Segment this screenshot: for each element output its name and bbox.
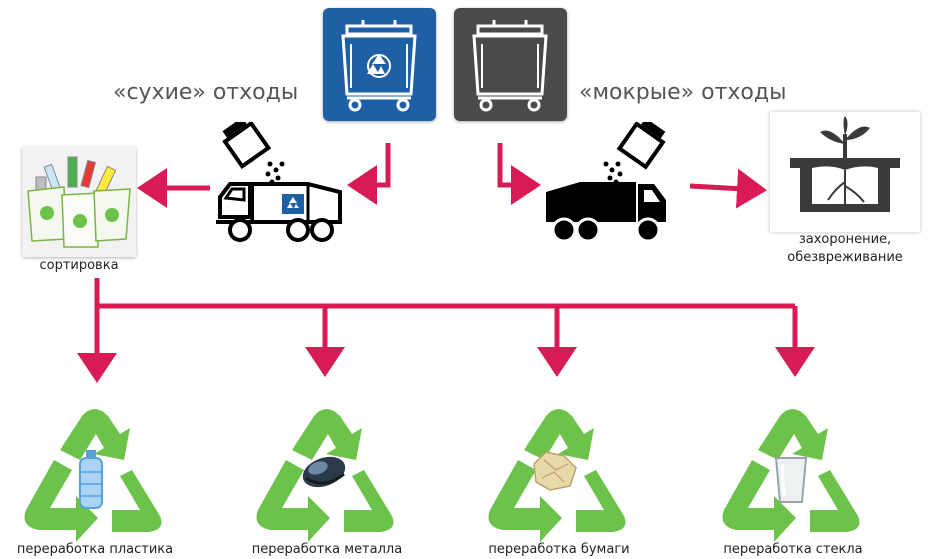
sorting-label: сортировка [39,258,119,273]
dry-waste-label: «сухие» отходы [113,80,299,105]
wet-bin-icon [454,8,567,121]
burial-label-line1: захоронение, [798,232,892,247]
recycle-icon [24,409,162,542]
recycle-plastic-label: переработка пластика [16,542,174,557]
metal-can-icon [302,456,346,488]
arrow-sorting-trunk [94,278,795,309]
recycle-paper-label: переработка бумаги [488,542,630,557]
burial-label-line2: обезвреживание [787,250,903,265]
recycle-plastic [20,398,170,543]
recycle-icon [488,409,626,542]
wet-waste-label: «мокрые» отходы [579,80,787,105]
burial-image [770,112,920,232]
wet-truck-icon [540,122,675,252]
recycle-paper [484,398,634,543]
glass-cup-icon [774,457,808,503]
plastic-bottle-icon [79,450,103,509]
recycle-icon [256,409,394,542]
arrow-dry-bin-to-truck [347,143,391,205]
arrow-truck-to-burial [689,168,767,209]
recycle-icon [722,409,860,542]
dry-bin-icon [323,8,436,121]
recycle-glass-label: переработка стекла [723,542,863,557]
recycle-metal-label: переработка металла [251,542,403,557]
crumpled-paper-icon [533,451,577,491]
recycle-metal [252,398,402,543]
arrow-wet-bin-to-truck [497,143,541,205]
dry-truck-icon [212,122,347,252]
sorting-image [22,147,136,257]
recycle-glass [718,398,868,543]
